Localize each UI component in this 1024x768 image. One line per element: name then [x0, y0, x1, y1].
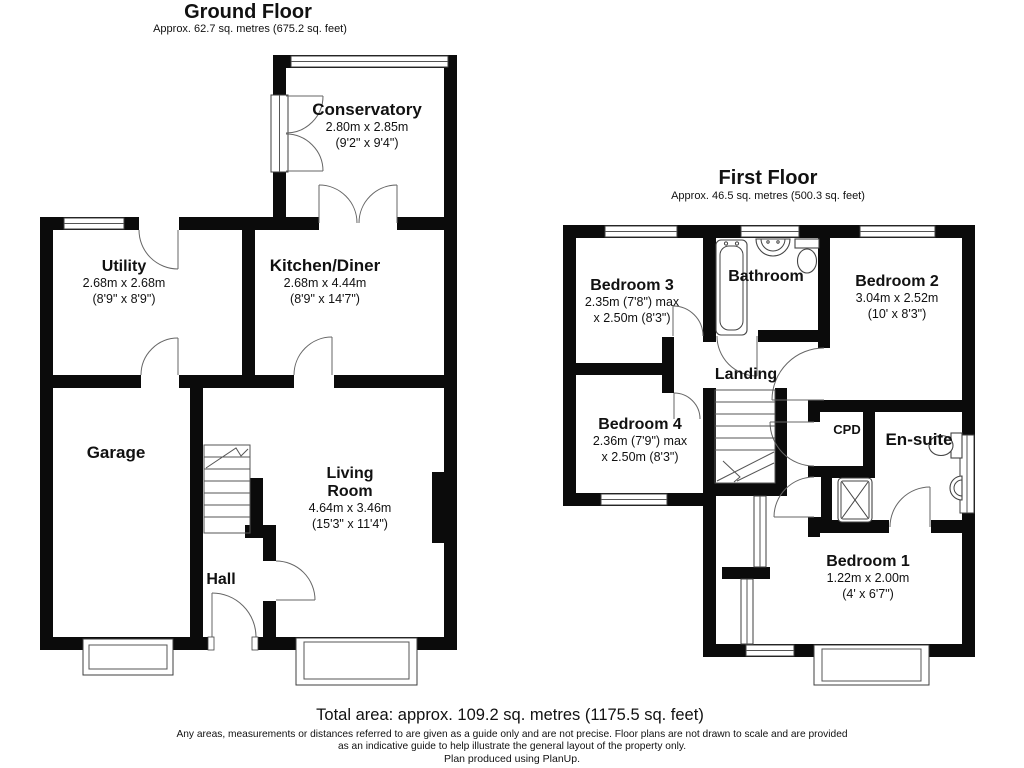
- conservatory-patio-door-top: [285, 95, 324, 134]
- living-room-door: [275, 560, 316, 601]
- bathroom-door: [716, 335, 758, 377]
- room-label-conservatory: Conservatory: [312, 100, 422, 119]
- first-floor-openings: [716, 329, 931, 534]
- room-label-cpd: CPD: [833, 422, 860, 437]
- chimney-breast: [432, 472, 447, 543]
- conservatory-double-door-left: [318, 184, 358, 224]
- room-label-bedroom4: Bedroom 4: [598, 416, 682, 433]
- room-label-utility: Utility: [102, 258, 147, 275]
- ensuite-sink: [949, 475, 963, 501]
- room-dim-bedroom3-metric: 2.35m (7'8") max: [585, 295, 680, 309]
- footer: Total area: approx. 109.2 sq. metres (11…: [176, 706, 847, 765]
- bathroom-sink: [755, 238, 791, 257]
- room-label-bathroom: Bathroom: [728, 268, 804, 285]
- front-door: [211, 592, 257, 638]
- room-dim-conservatory-metric: 2.80m x 2.85m: [326, 120, 409, 134]
- kitchen-door: [293, 336, 333, 376]
- ensuite-toilet: [928, 432, 963, 459]
- ground-floor-plan: Ground Floor Approx. 62.7 sq. metres (67…: [40, 1, 457, 686]
- room-label-hall: Hall: [206, 571, 235, 588]
- ground-floor-stairs: [203, 444, 251, 534]
- room-label-living: Living: [326, 465, 373, 482]
- room-dim-kitchen-metric: 2.68m x 4.44m: [284, 276, 367, 290]
- first-floor-stairs: [714, 389, 776, 484]
- ground-floor-labels: Conservatory 2.80m x 2.85m (9'2" x 9'4")…: [83, 100, 423, 588]
- stairs-up-arrow: [205, 447, 249, 469]
- utility-top-door: [138, 229, 179, 270]
- bedroom1-bay-window: [813, 644, 930, 686]
- room-dim-bedroom1-imperial: (4' x 6'7"): [842, 587, 894, 601]
- room-label-living-2: Room: [327, 483, 372, 500]
- room-dim-bedroom4-imperial: x 2.50m (8'3"): [602, 450, 679, 464]
- bathroom-toilet: [794, 238, 820, 274]
- room-label-landing: Landing: [715, 366, 777, 383]
- cpd-door: [769, 421, 815, 467]
- room-dim-utility-metric: 2.68m x 2.68m: [83, 276, 166, 290]
- room-dim-living-metric: 4.64m x 3.46m: [309, 501, 392, 515]
- first-floor-subtitle: Approx. 46.5 sq. metres (500.3 sq. feet): [671, 190, 865, 202]
- room-dim-conservatory-imperial: (9'2" x 9'4"): [336, 136, 399, 150]
- living-room-bay-window: [295, 637, 418, 686]
- room-label-bedroom1: Bedroom 1: [826, 553, 910, 570]
- room-dim-bedroom2-imperial: (10' x 8'3"): [868, 307, 927, 321]
- total-area-text: Total area: approx. 109.2 sq. metres (11…: [316, 706, 704, 724]
- first-floor-title: First Floor: [719, 167, 818, 189]
- first-floor-labels: Bedroom 3 2.35m (7'8") max x 2.50m (8'3"…: [585, 268, 953, 601]
- conservatory-double-door-right: [358, 184, 398, 224]
- room-dim-bedroom1-metric: 1.22m x 2.00m: [827, 571, 910, 585]
- room-label-garage: Garage: [87, 443, 146, 462]
- room-label-kitchen-diner: Kitchen/Diner: [270, 256, 381, 275]
- utility-bottom-door: [140, 337, 179, 376]
- first-floor-plan: First Floor Approx. 46.5 sq. metres (500…: [563, 167, 975, 686]
- room-dim-bedroom4-metric: 2.36m (7'9") max: [593, 434, 688, 448]
- room-dim-utility-imperial: (8'9" x 8'9"): [93, 292, 156, 306]
- room-dim-living-imperial: (15'3" x 11'4"): [312, 517, 388, 531]
- ground-floor-subtitle: Approx. 62.7 sq. metres (675.2 sq. feet): [153, 23, 347, 35]
- bedroom1-door: [773, 476, 815, 518]
- room-label-bedroom2: Bedroom 2: [855, 273, 939, 290]
- ground-floor-windows: [63, 55, 449, 230]
- bedroom4-door: [673, 392, 701, 420]
- bedroom3-door: [672, 305, 704, 337]
- bathtub: [715, 239, 748, 336]
- ground-floor-openings: [139, 216, 397, 651]
- ensuite-door: [889, 486, 931, 528]
- conservatory-patio-door-bottom: [285, 133, 324, 172]
- ground-floor-doors: [138, 95, 398, 651]
- ground-floor-title: Ground Floor: [184, 1, 312, 23]
- room-dim-bedroom2-metric: 3.04m x 2.52m: [856, 291, 939, 305]
- room-dim-bedroom3-imperial: x 2.50m (8'3"): [594, 311, 671, 325]
- room-dim-kitchen-imperial: (8'9" x 14'7"): [290, 292, 360, 306]
- room-label-ensuite: En-suite: [885, 430, 952, 449]
- room-label-bedroom3: Bedroom 3: [590, 277, 674, 294]
- disclaimer-line1: Any areas, measurements or distances ref…: [176, 729, 847, 740]
- planup-credit: Plan produced using PlanUp.: [444, 753, 580, 765]
- shower: [837, 477, 873, 523]
- stairs-down-arrow: [722, 460, 741, 483]
- garage-door: [82, 638, 174, 676]
- first-floor-windows: [600, 225, 975, 657]
- disclaimer-line2: as an indicative guide to help illustrat…: [338, 741, 686, 752]
